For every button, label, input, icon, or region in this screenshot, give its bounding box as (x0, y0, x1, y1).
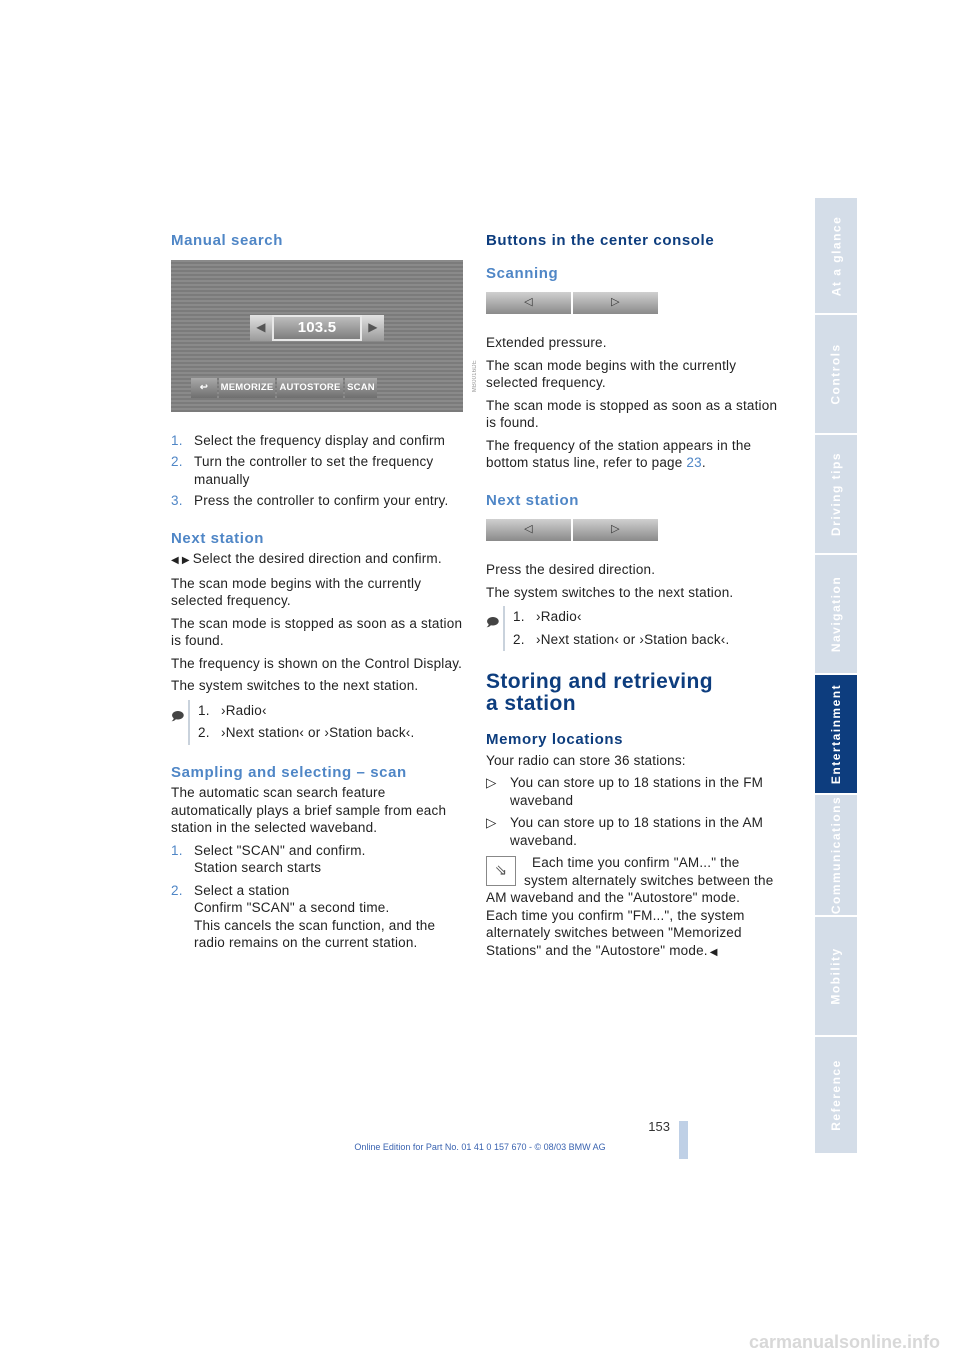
list-item: 1.›Radio‹ (513, 609, 582, 624)
next-station-text: ◀ ▶ Select the desired direction and con… (171, 551, 442, 566)
manual-search-heading: Manual search (171, 232, 284, 249)
chapter-tabs: At a glance Controls Driving tips Naviga… (815, 198, 857, 1155)
paragraph: The scan mode is stopped as soon as a st… (486, 397, 778, 431)
tab-communications[interactable]: Communications (815, 795, 857, 915)
console-buttons-image: ◁ ▷ (486, 292, 658, 314)
tab-controls[interactable]: Controls (815, 315, 857, 433)
list-item: 1.Select the frequency display and confi… (171, 432, 446, 448)
paragraph: The scan mode begins with the currently … (486, 357, 737, 391)
arrow-left-icon: ◁ (524, 523, 533, 536)
tab-mobility[interactable]: Mobility (815, 917, 857, 1035)
next-station-heading: Next station (486, 491, 580, 509)
tab-entertainment[interactable]: Entertainment (815, 675, 857, 793)
paragraph: The scan mode begins with the currently … (171, 575, 422, 609)
paragraph: The system switches to the next station. (486, 584, 734, 600)
paragraph: The automatic scan search feature automa… (171, 785, 447, 835)
list-item: 2.›Next station‹ or ›Station back‹. (198, 725, 415, 740)
left-column: Manual search ◀ 103.5 ▶ ↩ MEMORIZE AUTOS… (171, 232, 478, 952)
online-edition-note: Online Edition for Part No. 01 41 0 157 … (354, 1142, 606, 1152)
list-item: 1.Select "SCAN" and confirm. Station sea… (171, 842, 366, 876)
frequency-selector: ◀ 103.5 ▶ (250, 314, 384, 341)
list-item: 3.Press the controller to confirm your e… (171, 493, 449, 508)
tab-reference[interactable]: Reference (815, 1037, 857, 1153)
scan-heading: Sampling and selecting – scan (171, 763, 407, 781)
image-code: MB0016DE (472, 359, 478, 392)
scanning-heading: Scanning (486, 264, 559, 282)
arrow-left-icon: ◁ (524, 296, 533, 309)
arrow-right-icon: ▶ (362, 314, 384, 341)
arrow-left-icon: ◀ (250, 314, 272, 341)
paragraph: Each time you confirm "FM...", the syste… (486, 907, 745, 958)
next-station-heading: Next station (171, 529, 265, 547)
back-icon: ↩ (191, 377, 217, 398)
paragraph: The scan mode is stopped as soon as a st… (171, 615, 463, 649)
page-link[interactable]: 23 (686, 455, 702, 470)
list-item: 2.Turn the controller to set the frequen… (171, 454, 434, 487)
radio-screen-image: ◀ 103.5 ▶ ↩ MEMORIZE AUTOSTORE SCAN MB00… (171, 259, 478, 412)
tab-navigation[interactable]: Navigation (815, 555, 857, 673)
arrow-left-right-icon: ◀ ▶ (171, 555, 193, 566)
voice-command-icon: 🗩 (171, 708, 185, 723)
memory-locations-heading: Memory locations (486, 731, 624, 748)
console-buttons-image: ◁ ▷ (486, 519, 658, 541)
paragraph: Your radio can store 36 stations: (486, 752, 686, 768)
list-item: 2.›Next station‹ or ›Station back‹. (513, 631, 730, 647)
paragraph: Extended pressure. (486, 335, 607, 350)
watermark: carmanualsonline.info (748, 1332, 940, 1352)
list-item: 2.Select a station Confirm "SCAN" a seco… (171, 882, 436, 951)
arrow-right-icon: ▷ (571, 292, 658, 314)
frequency-display: 103.5 (272, 314, 362, 341)
memorize-button: MEMORIZE (219, 377, 275, 398)
list-item: 1.›Radio‹ (198, 702, 267, 718)
paragraph: Press the desired direction. (486, 562, 656, 577)
tip-icon: ⇘ (486, 856, 516, 886)
list-item: ▷You can store up to 18 stations in the … (486, 775, 764, 808)
voice-command-note: 🗩 1.›Radio‹ 2.›Next station‹ or ›Station… (486, 606, 780, 651)
tab-driving-tips[interactable]: Driving tips (815, 435, 857, 553)
arrow-right-icon: ▷ (571, 519, 658, 541)
paragraph: The system switches to the next station. (171, 678, 419, 693)
screen-button-bar: ↩ MEMORIZE AUTOSTORE SCAN (191, 377, 377, 398)
paragraph: The frequency of the station appears in … (486, 437, 752, 471)
paragraph: The frequency is shown on the Control Di… (171, 655, 463, 671)
end-mark-icon: ◀ (709, 946, 718, 958)
page-marker (679, 1121, 688, 1159)
tab-at-a-glance[interactable]: At a glance (815, 198, 857, 313)
list-item: ▷You can store up to 18 stations in the … (486, 815, 764, 848)
page-number: 153 (648, 1119, 670, 1134)
right-column: Buttons in the center console Scanning ◁… (486, 232, 780, 961)
tip-note: ⇘ Each time you confirm "AM..." the syst… (486, 854, 780, 961)
paragraph: Each time you confirm "AM..." the system… (486, 855, 774, 905)
autostore-button: AUTOSTORE (277, 377, 343, 398)
storing-heading: Storing and retrieving a station (486, 670, 713, 715)
scan-button: SCAN (345, 377, 377, 398)
voice-command-note: 🗩 1.›Radio‹ 2.›Next station‹ or ›Station… (171, 699, 465, 745)
manual-steps: 1.Select the frequency display and confi… (171, 432, 465, 510)
voice-command-icon: 🗩 (486, 615, 500, 629)
buttons-heading: Buttons in the center console (486, 232, 715, 249)
